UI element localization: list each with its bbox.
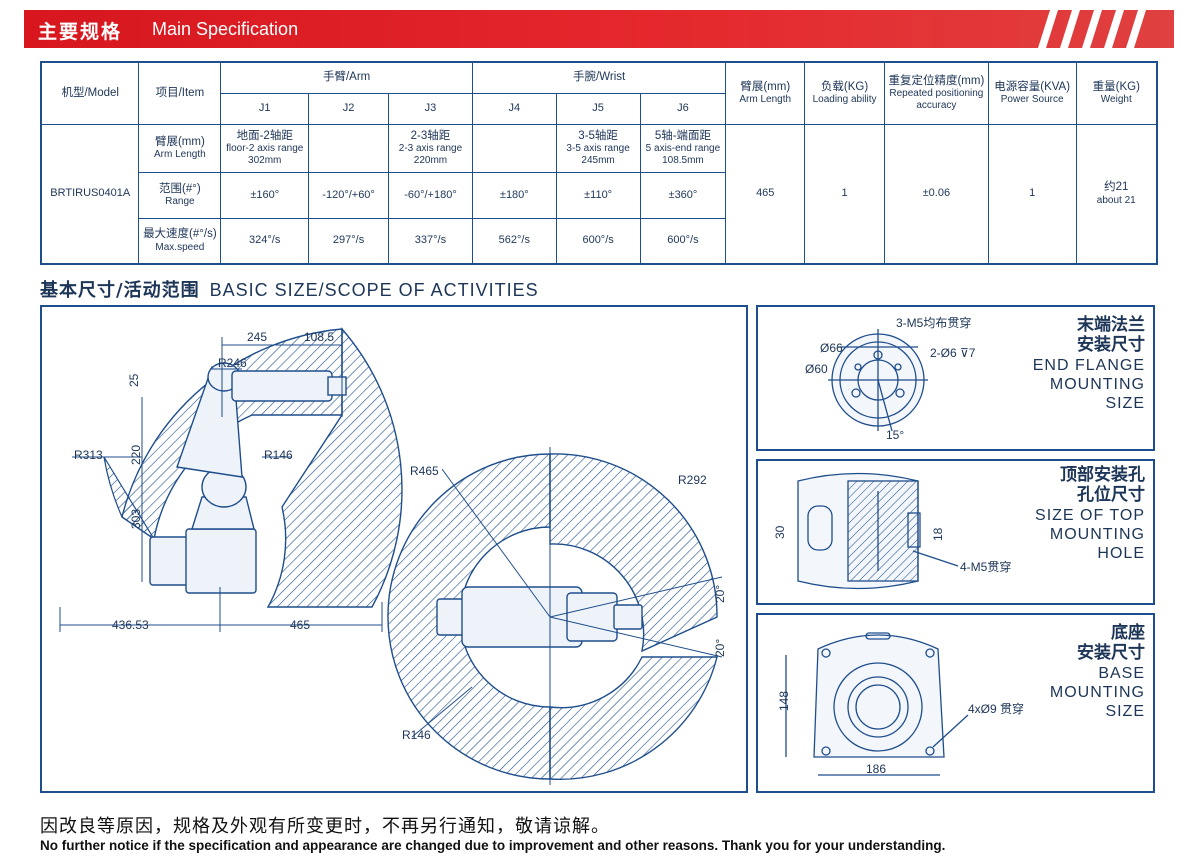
th-load: 负载(KG)Loading ability xyxy=(804,61,885,125)
th-arm: 手臂/Arm xyxy=(220,61,473,94)
dim-465: 465 xyxy=(290,618,310,632)
top-mounting-panel: 30 18 4-M5贯穿 顶部安装孔 孔位尺寸 SIZE OF TOP MOUN… xyxy=(756,459,1155,605)
section-header-main-spec: 主要规格 Main Specification xyxy=(24,10,1174,48)
top-mount-drawing xyxy=(797,472,959,590)
dim-108: 108.5 xyxy=(304,330,334,344)
dim-r313: R313 xyxy=(74,448,103,462)
dim-r146a: R146 xyxy=(264,448,293,462)
header-stripes-decoration xyxy=(1038,10,1146,48)
dim-4d9: 4xØ9 贯穿 xyxy=(968,701,1024,716)
main-drawing-panel: 245 108.5 R246 25 220 R313 R146 303 436.… xyxy=(40,305,748,793)
dim-d66: Ø66 xyxy=(820,341,843,355)
th-j5: J5 xyxy=(555,92,641,125)
top-view-workspace xyxy=(387,453,718,781)
dim-436: 436.53 xyxy=(112,618,149,632)
row-label-speed: 最大速度(#°/s)Max.speed xyxy=(138,217,222,265)
th-j2: J2 xyxy=(308,92,390,125)
th-power: 电源容量(KVA)Power Source xyxy=(987,61,1077,125)
cell-range-j2: -120°/+60° xyxy=(308,171,390,219)
section-title-en: BASIC SIZE/SCOPE OF ACTIVITIES xyxy=(209,280,539,300)
cell-speed-j6: 600°/s xyxy=(639,217,727,265)
dim-303: 303 xyxy=(129,509,143,529)
th-j6: J6 xyxy=(639,92,727,125)
footer-notice-zh: 因改良等原因，规格及外观有所变更时，不再另行通知，敬请谅解。 xyxy=(40,816,610,837)
dim-18: 18 xyxy=(931,527,945,541)
dim-30: 30 xyxy=(773,525,787,539)
footer-notice-en: No further notice if the specification a… xyxy=(40,838,946,853)
base-mounting-panel: 148 186 4xØ9 贯穿 底座 安装尺寸 BASE MOUNTING SI… xyxy=(756,613,1155,793)
dim-r246: R246 xyxy=(218,356,247,370)
th-j4: J4 xyxy=(471,92,557,125)
cell-range-j3: -60°/+180° xyxy=(388,171,473,219)
side-view-robot xyxy=(149,362,347,594)
side-view-dimension-lines xyxy=(59,337,383,632)
cell-range-j6: ±360° xyxy=(639,171,727,219)
dim-d60: Ø60 xyxy=(805,362,828,376)
th-model: 机型/Model xyxy=(40,61,140,125)
cell-load: 1 xyxy=(804,123,885,265)
cell-range-j5: ±110° xyxy=(555,171,641,219)
section-title-zh: 基本尺寸/活动范围 xyxy=(40,280,200,301)
row-label-range: 范围(#°)Range xyxy=(138,171,222,219)
th-j1: J1 xyxy=(220,92,310,125)
header-title-zh: 主要规格 xyxy=(38,21,123,43)
th-repeat: 重复定位精度(mm)Repeated positioning accuracy xyxy=(883,61,989,125)
base-drawing xyxy=(785,632,969,776)
cell-speed-j3: 337°/s xyxy=(388,217,473,265)
dim-r146b: R146 xyxy=(402,728,431,742)
dim-186: 186 xyxy=(866,762,886,776)
th-wrist: 手腕/Wrist xyxy=(471,61,727,94)
dim-3m5: 3-M5均布贯穿 xyxy=(896,315,971,330)
dim-148: 148 xyxy=(777,691,791,711)
cell-model: BRTIRUS0401A xyxy=(40,123,140,265)
top-view-lines xyxy=(411,447,723,785)
end-flange-panel: Ø66 Ø60 3-M5均布贯穿 2-Ø6 ⊽7 15° 末端法兰 安装尺寸 E… xyxy=(756,305,1155,451)
cell-range-j4: ±180° xyxy=(471,171,557,219)
cell-reach: 465 xyxy=(725,123,806,265)
base-label: 底座 安装尺寸 BASE MOUNTING SIZE xyxy=(1049,623,1145,721)
cell-len-j2 xyxy=(308,123,390,173)
cell-power: 1 xyxy=(987,123,1077,265)
dim-220: 220 xyxy=(129,445,143,465)
th-weight: 重量(KG)Weight xyxy=(1075,61,1158,125)
header-title-en: Main Specification xyxy=(152,19,299,39)
flange-drawing xyxy=(828,329,928,432)
top-view-robot xyxy=(436,586,643,648)
cell-len-j4 xyxy=(471,123,557,173)
dim-r292: R292 xyxy=(678,473,707,487)
cell-speed-j4: 562°/s xyxy=(471,217,557,265)
spec-table: 机型/Model 项目/Item 手臂/Arm 手腕/Wrist 臂展(mm)A… xyxy=(40,61,1158,265)
dim-245: 245 xyxy=(247,330,267,344)
cell-speed-j5: 600°/s xyxy=(555,217,641,265)
dim-angle-20b: 20° xyxy=(713,639,727,657)
dim-angle-20a: 20° xyxy=(713,585,727,603)
cell-repeat: ±0.06 xyxy=(883,123,989,265)
th-reach: 臂展(mm)Arm Length xyxy=(725,61,806,125)
dim-15deg: 15° xyxy=(886,428,904,442)
row-label-length: 臂展(mm)Arm Length xyxy=(138,123,222,173)
th-j3: J3 xyxy=(388,92,473,125)
cell-range-j1: ±160° xyxy=(220,171,310,219)
cell-speed-j2: 297°/s xyxy=(308,217,390,265)
dim-25: 25 xyxy=(127,373,141,387)
dim-2d6: 2-Ø6 ⊽7 xyxy=(930,346,976,360)
section-title-basic-size: 基本尺寸/活动范围 BASIC SIZE/SCOPE OF ACTIVITIES xyxy=(40,276,539,302)
dim-r465: R465 xyxy=(410,464,439,478)
top-mount-label: 顶部安装孔 孔位尺寸 SIZE OF TOP MOUNTING HOLE xyxy=(1035,465,1145,563)
flange-label: 末端法兰 安装尺寸 END FLANGE MOUNTING SIZE xyxy=(1032,315,1145,413)
cell-speed-j1: 324°/s xyxy=(220,217,310,265)
dim-4m5: 4-M5贯穿 xyxy=(960,559,1011,574)
th-item: 项目/Item xyxy=(138,61,222,125)
